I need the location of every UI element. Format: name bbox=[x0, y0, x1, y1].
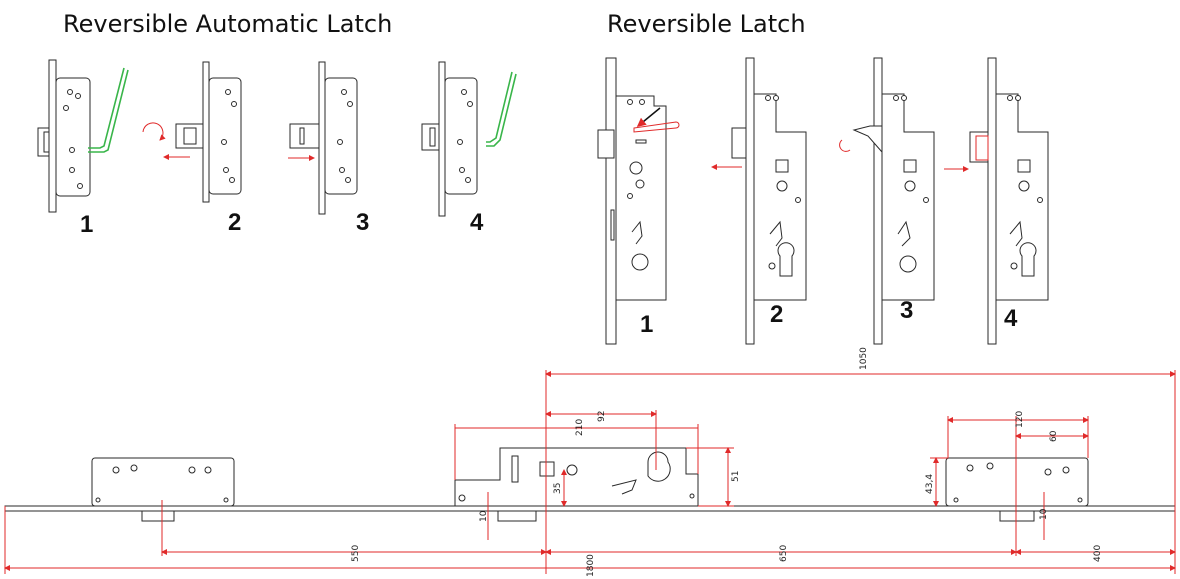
auto-latch-step-2-drawing bbox=[142, 61, 242, 203]
heading-reversible-latch: Reversible Latch bbox=[607, 10, 806, 38]
latch-step-1-label: 1 bbox=[640, 311, 653, 338]
dim-hook-43-4: 43,4 bbox=[925, 474, 935, 494]
dim-bolt-10-right: 10 bbox=[1039, 508, 1049, 520]
dim-handle-92: 92 bbox=[597, 411, 607, 422]
dim-offset-35: 35 bbox=[553, 483, 563, 494]
multipoint-lock-drawing bbox=[4, 370, 1176, 574]
dim-hook-to-end: 400 bbox=[1093, 545, 1103, 562]
auto-latch-step-3-label: 3 bbox=[356, 209, 369, 236]
dim-center-to-hook: 650 bbox=[779, 545, 789, 562]
latch-step-3-drawing bbox=[839, 57, 935, 345]
dim-hook-120: 120 bbox=[1015, 411, 1025, 428]
latch-step-1-drawing bbox=[597, 57, 680, 345]
dim-overall-length: 1800 bbox=[586, 554, 596, 577]
auto-latch-step-4-drawing bbox=[421, 61, 517, 217]
auto-latch-step-2-label: 2 bbox=[228, 209, 241, 236]
auto-latch-step-1-label: 1 bbox=[80, 211, 93, 238]
dim-center-to-right: 1050 bbox=[859, 347, 869, 370]
dim-hook-60: 60 bbox=[1049, 430, 1059, 442]
dim-bolt-10-center: 10 bbox=[479, 510, 489, 522]
dim-height-51: 51 bbox=[731, 471, 741, 482]
latch-step-2-drawing bbox=[711, 57, 807, 345]
heading-reversible-automatic-latch: Reversible Automatic Latch bbox=[63, 10, 393, 38]
auto-latch-step-3-drawing bbox=[288, 61, 358, 215]
latch-step-4-label: 4 bbox=[1004, 305, 1018, 332]
latch-step-3-label: 3 bbox=[900, 297, 913, 324]
latch-step-2-label: 2 bbox=[770, 301, 783, 328]
dim-backset-210: 210 bbox=[575, 419, 585, 436]
auto-latch-step-4-label: 4 bbox=[470, 209, 484, 236]
dim-left-to-center: 550 bbox=[351, 545, 361, 562]
auto-latch-step-1-drawing bbox=[37, 59, 129, 213]
latch-step-4-drawing bbox=[944, 57, 1049, 345]
